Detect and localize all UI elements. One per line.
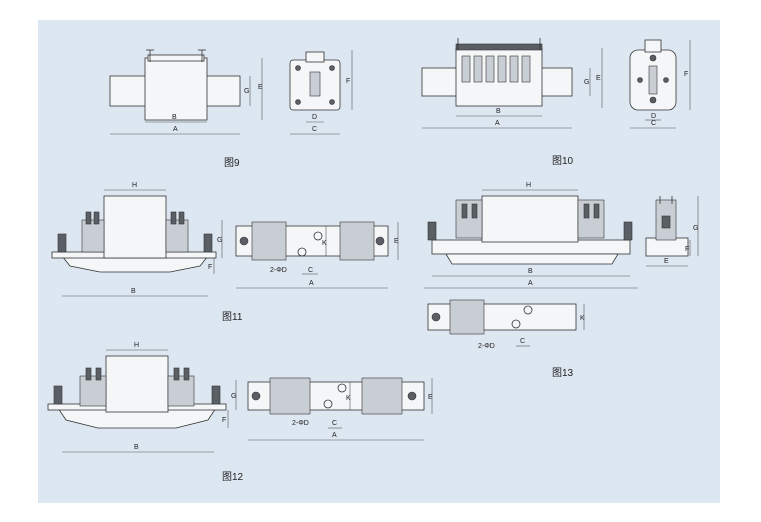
fig12-dim-f: F	[222, 417, 226, 424]
fig13-dim-h: H	[526, 182, 531, 189]
fig13-caption: 图13	[552, 367, 574, 379]
fig12-top-view: 2-ΦD C A K E	[247, 377, 433, 441]
fig9-dim-b: B	[172, 114, 177, 121]
fig12-dim-k: K	[346, 395, 351, 402]
fig13-dim-b: B	[528, 268, 533, 275]
fig13-dim-c: C	[520, 338, 525, 345]
fig11-front-view: H B G F	[51, 182, 222, 297]
fig9-dim-e: E	[258, 84, 263, 91]
fig9-front-view: B A G E	[109, 49, 263, 135]
fig9-side-view: D C F	[289, 50, 353, 135]
fig12-caption: 图12	[222, 471, 244, 483]
fig11-dim-c: C	[308, 267, 313, 274]
fig11-dim-e: E	[394, 238, 399, 245]
fig9-dim-d: D	[312, 114, 317, 121]
fig9-caption: 图9	[224, 157, 240, 169]
fig13-top-view: 2-ΦD C K	[427, 299, 585, 350]
fig10-dim-a: A	[495, 120, 500, 127]
fig13-dim-hole: 2-ΦD	[478, 343, 495, 350]
fig13-dim-e: E	[664, 258, 669, 265]
fig10-dim-e: E	[596, 75, 601, 82]
fig12-dim-g: G	[231, 393, 236, 400]
fig13-side-view: E G F	[645, 196, 698, 267]
fig11-dim-b: B	[131, 288, 136, 295]
fig9-dim-f: F	[346, 78, 350, 85]
fig10-dim-f: F	[684, 71, 688, 78]
fig13-dim-g: G	[693, 225, 698, 232]
fig10-caption: 图10	[552, 155, 574, 167]
fig12-dim-h: H	[134, 342, 139, 349]
fig11-dim-hole: 2-ΦD	[270, 267, 287, 274]
fig10-dim-d: D	[651, 113, 656, 120]
fig12-dim-b: B	[134, 444, 139, 451]
fig9-dim-a: A	[173, 126, 178, 133]
fig12-dim-hole: 2-ΦD	[292, 420, 309, 427]
fig13-dim-f: F	[685, 246, 689, 253]
fig11-dim-k: K	[322, 240, 327, 247]
fig12-front-view: H B G F	[47, 342, 236, 453]
fig13-dim-a: A	[528, 280, 533, 287]
fig13-dim-k: K	[580, 315, 585, 322]
fig12-dim-c: C	[332, 420, 337, 427]
fig11-dim-h: H	[132, 182, 137, 189]
fig10-dim-b: B	[496, 108, 501, 115]
fig10-dim-g: G	[584, 79, 589, 86]
fig12-dim-e: E	[428, 394, 433, 401]
fig9-dim-g: G	[244, 88, 249, 95]
fig11-dim-f: F	[208, 264, 212, 271]
fig11-dim-a: A	[309, 280, 314, 287]
fig10-dim-c: C	[651, 120, 656, 127]
fig11-top-view: 2-ΦD C A K E	[235, 221, 399, 289]
fig11-caption: 图11	[222, 311, 243, 323]
fig11-dim-g: G	[217, 237, 222, 244]
fig9-dim-c: C	[312, 126, 317, 133]
fig10-front-view: B A G E	[421, 38, 603, 129]
fig12-dim-a: A	[332, 432, 337, 439]
fig13-front-view: H B A	[424, 182, 638, 289]
fig10-side-view: D C F	[629, 39, 691, 129]
